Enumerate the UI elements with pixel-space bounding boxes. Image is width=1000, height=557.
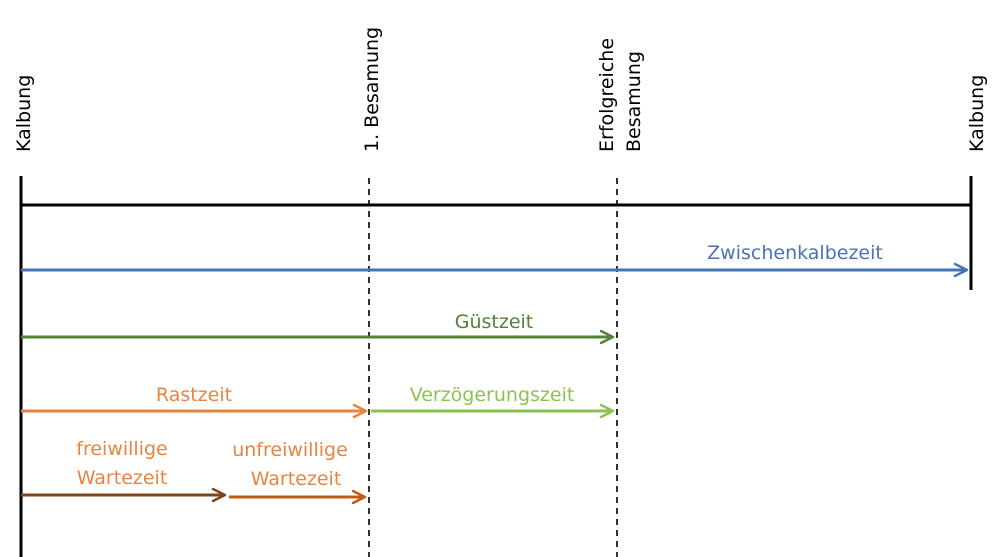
calving-interval-label: Zwischenkalbezeit (707, 242, 883, 264)
successful-insemination-label-line2: Besamung (623, 51, 645, 152)
involuntary-wait-label-line1: unfreiwillige (232, 439, 348, 461)
calving-end-label: Kalbung (966, 75, 988, 152)
rest-period-label: Rastzeit (156, 384, 232, 406)
open-period-label: Güstzeit (455, 311, 534, 333)
voluntary-wait-label-line2: Wartezeit (77, 467, 168, 489)
calving-start-label: Kalbung (13, 75, 35, 152)
involuntary-wait-label-line2: Wartezeit (251, 468, 342, 490)
delay-period-label: Verzögerungszeit (410, 384, 575, 406)
successful-insemination-label-line1: Erfolgreiche (596, 38, 618, 152)
voluntary-wait-label-line1: freiwillige (76, 438, 167, 460)
first-insemination-label: 1. Besamung (361, 27, 383, 152)
